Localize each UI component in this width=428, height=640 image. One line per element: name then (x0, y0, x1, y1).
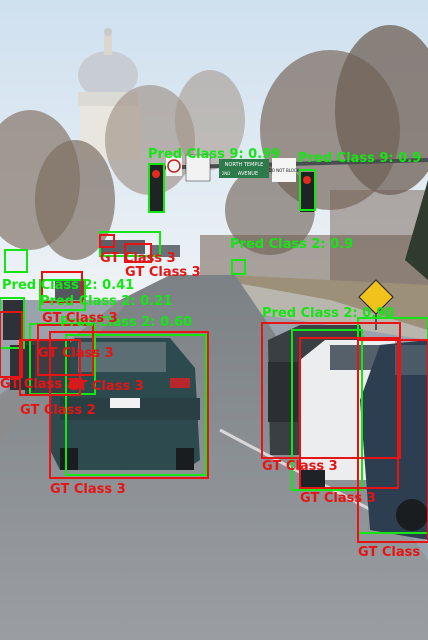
pred-label-car-left: Pred Class 2: 0.21 (40, 294, 172, 309)
do-not-block-text: DO NOT BLOCK (269, 168, 300, 173)
gt-box-car-far-right (357, 339, 428, 543)
gt-label-traffic-cluster-2: GT Class 3 (125, 265, 201, 280)
pred-label-car-right-dark: Pred Class 2: 0.90 (262, 306, 394, 321)
street-sign-2nd: 2ND (222, 171, 231, 176)
prediction-labels: Pred Class 9: 0.99 Pred Class 9: 0.9 Pre… (2, 147, 421, 330)
gt-box-car-right-white (299, 337, 399, 489)
traffic-light-left-red (152, 170, 160, 178)
traffic-light-right (300, 172, 314, 212)
do-not-block-sign: DO NOT BLOCK (269, 158, 300, 182)
gt-box-car-distant (41, 271, 83, 303)
pred-box-car-teal (65, 334, 207, 476)
traffic-light-left (149, 165, 163, 213)
gt-label-car-far-right: GT Class (358, 545, 420, 560)
gt-label-car-left: GT Class 3 (38, 346, 114, 361)
pred-label-car-teal: Pred Class 2: 0.60 (60, 315, 192, 330)
street-sign-line1: NORTH TEMPLE (225, 162, 264, 168)
gt-label-car-distant: GT Class 3 (42, 311, 118, 326)
traffic-light-right-red (303, 176, 311, 184)
pred-box-car-distant (39, 279, 86, 311)
gt-label-car-left-edge: GT Class 3 (0, 377, 76, 392)
gt-label-car-small-left: GT Class 3 (68, 379, 144, 394)
gt-box-far-left-small (99, 234, 115, 248)
pred-box-traffic-light-right (299, 169, 316, 211)
gt-label-traffic-cluster: GT Class 3 (100, 251, 176, 266)
gt-box-car-small-left (19, 339, 81, 396)
pred-label-light-left: Pred Class 9: 0.99 (148, 147, 280, 162)
gt-label-car-right-white: GT Class 3 (300, 491, 376, 506)
pred-label-car-distant: Pred Class 2: 0.41 (2, 278, 134, 293)
pred-box-traffic-light-small (231, 259, 246, 275)
street-sign-line2: AVENUE (238, 171, 258, 177)
street-name-sign: NORTH TEMPLE AVENUE 2ND (219, 159, 269, 178)
gt-label-car-right-dark: GT Class 3 (262, 459, 338, 474)
pred-box-car-right-white (291, 329, 363, 491)
ground-truth-boxes (0, 234, 428, 543)
ground-truth-labels: GT Class 3 GT Class 3 GT Class 3 GT Clas… (0, 251, 420, 560)
pred-label-light-small: Pred Class 2: 0.9 (230, 237, 353, 252)
car-teal (50, 338, 200, 470)
gt-box-car-teal (49, 331, 209, 479)
gt-label-car-left-2: GT Class 2 (20, 403, 96, 418)
pred-label-light-right: Pred Class 9: 0.9 (298, 151, 421, 166)
gt-label-car-teal: GT Class 3 (50, 482, 126, 497)
gt-box-car-left-edge (0, 311, 23, 378)
lane-arrow-sign (185, 154, 211, 182)
trees-right (200, 25, 428, 290)
prediction-boxes (0, 163, 428, 534)
pred-box-traffic-light-left (148, 163, 165, 213)
gt-box-car-left (37, 324, 94, 376)
evergreen-tree (405, 180, 428, 280)
pred-box-car-far-left (4, 249, 28, 273)
gt-box-traffic-cluster (124, 243, 152, 263)
pred-box-car-left-edge (0, 297, 25, 349)
gt-box-car-right-dark (261, 322, 401, 459)
no-left-turn-sign (166, 156, 182, 176)
